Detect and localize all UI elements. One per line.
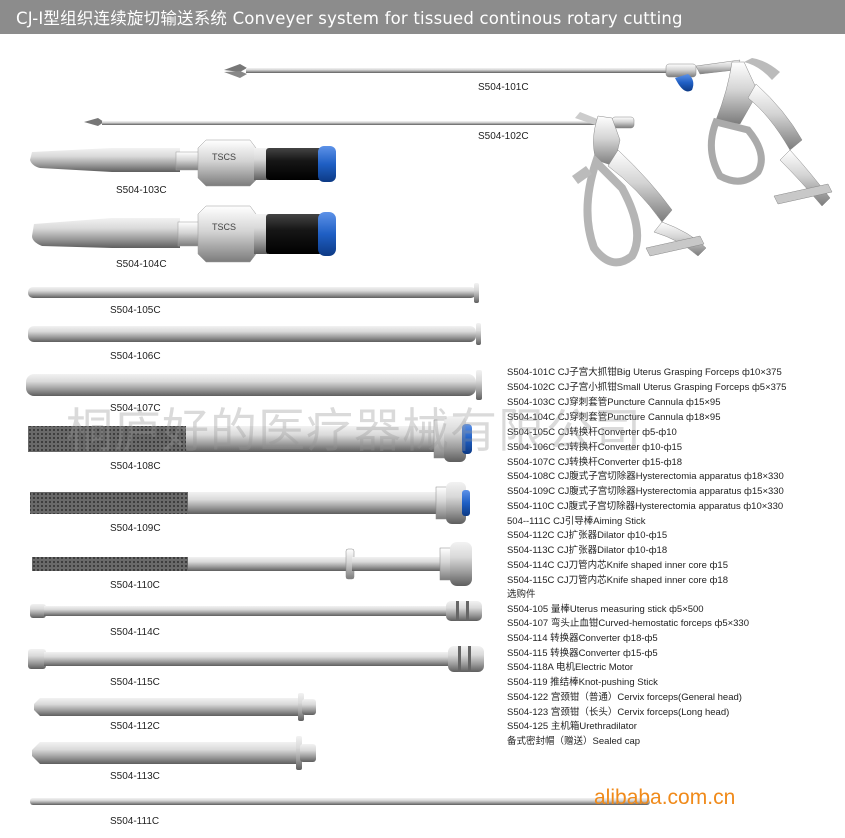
- spec-line: 备式密封帽（赠送）Sealed cap: [507, 736, 641, 747]
- page-title: CJ-Ⅰ型组织连续旋切输送系统 Conveyer system for tiss…: [16, 9, 683, 28]
- spec-line: S504-115 转换器Converter ф15-ф5: [507, 648, 658, 659]
- brand-mark: TSCS: [212, 152, 236, 162]
- label-101c: S504-101C: [478, 82, 529, 93]
- spec-line: S504-114C CJ刀管内芯Knife shaped inner core …: [507, 560, 728, 571]
- spec-line: S504-106C CJ转换杆Converter ф10-ф15: [507, 442, 683, 453]
- label-103c: S504-103C: [116, 185, 167, 196]
- label-105c: S504-105C: [110, 305, 161, 316]
- dilator-113c: [32, 736, 316, 770]
- spec-line: S504-125 主机箱Urethradilator: [507, 721, 637, 732]
- spec-line: S504-112C CJ扩张器Dilator ф10-ф15: [507, 530, 668, 541]
- converter-106c: [28, 323, 481, 345]
- label-108c: S504-108C: [110, 461, 161, 472]
- label-114c: S504-114C: [110, 627, 160, 638]
- label-113c: S504-113C: [110, 771, 160, 782]
- spec-line: S504-108C CJ腹式子宫切除器Hysterectomia apparat…: [507, 471, 784, 482]
- label-110c: S504-110C: [110, 580, 160, 591]
- label-112c: S504-112C: [110, 721, 160, 732]
- hysterectomia-109c: [30, 482, 470, 524]
- converter-107c: [26, 370, 482, 400]
- spec-line: S504-104C CJ穿刺套管Puncture Cannula ф18×95: [507, 412, 721, 423]
- label-102c: S504-102C: [478, 131, 529, 142]
- spec-line: S504-101C CJ子宫大抓钳Big Uterus Grasping For…: [507, 367, 782, 378]
- cannula-103c: TSCS: [30, 139, 336, 187]
- spec-line: S504-113C CJ扩张器Dilator ф10-ф18: [507, 545, 668, 556]
- spec-line: 504--111C CJ引导棒Aiming Stick: [507, 516, 646, 527]
- cannula-104c: TSCS: [32, 205, 336, 263]
- spec-line: S504-110C CJ腹式子宫切除器Hysterectomia apparat…: [507, 501, 784, 512]
- label-107c: S504-107C: [110, 403, 161, 414]
- brand-mark: TSCS: [212, 222, 236, 232]
- spec-line: S504-119 推结棒Knot-pushing Stick: [507, 677, 658, 688]
- label-104c: S504-104C: [116, 259, 167, 270]
- forceps-102c: [84, 112, 707, 267]
- spec-line: S504-122 宫颈钳（普通）Cervix forceps(General h…: [507, 692, 742, 703]
- dilator-112c: [34, 693, 316, 721]
- alibaba-watermark: alibaba.com.cn: [594, 786, 736, 809]
- title-bar: CJ-Ⅰ型组织连续旋切输送系统 Conveyer system for tiss…: [0, 0, 845, 34]
- spec-line: S504-123 宫颈钳（长头）Cervix forceps(Long head…: [507, 707, 730, 718]
- aiming-stick-111c: [30, 798, 650, 805]
- spec-section-heading: 选购件: [507, 589, 536, 600]
- spec-line: S504-105C CJ转换杆Converter ф5-ф10: [507, 427, 677, 438]
- inner-core-115c: [28, 646, 484, 672]
- spec-line: S504-107 弯头止血钳Curved-hemostatic forceps …: [507, 618, 749, 629]
- forceps-101c: [224, 58, 833, 207]
- spec-line: S504-107C CJ转换杆Converter ф15-ф18: [507, 457, 683, 468]
- hysterectomia-108c: [28, 416, 472, 462]
- label-111c: S504-111C: [110, 816, 160, 827]
- spec-line: S504-102C CJ子宫小抓钳Small Uterus Grasping F…: [507, 382, 787, 393]
- converter-105c: [28, 283, 479, 303]
- label-115c: S504-115C: [110, 677, 160, 688]
- spec-line: S504-115C CJ刀管内芯Knife shaped inner core …: [507, 575, 728, 586]
- spec-line: S504-103C CJ穿刺套管Puncture Cannula ф15×95: [507, 397, 721, 408]
- spec-line: S504-105 量棒Uterus measuring stick ф5×500: [507, 604, 704, 615]
- inner-core-114c: [30, 601, 482, 621]
- label-106c: S504-106C: [110, 351, 161, 362]
- label-109c: S504-109C: [110, 523, 161, 534]
- spec-line: S504-118A 电机Electric Motor: [507, 662, 634, 673]
- hysterectomia-110c: [32, 542, 472, 586]
- company-watermark: 桐庐好的医疗器械有限公司: [66, 404, 642, 459]
- spec-line: S504-109C CJ腹式子宫切除器Hysterectomia apparat…: [507, 486, 784, 497]
- spec-line: S504-114 转换器Converter ф18-ф5: [507, 633, 658, 644]
